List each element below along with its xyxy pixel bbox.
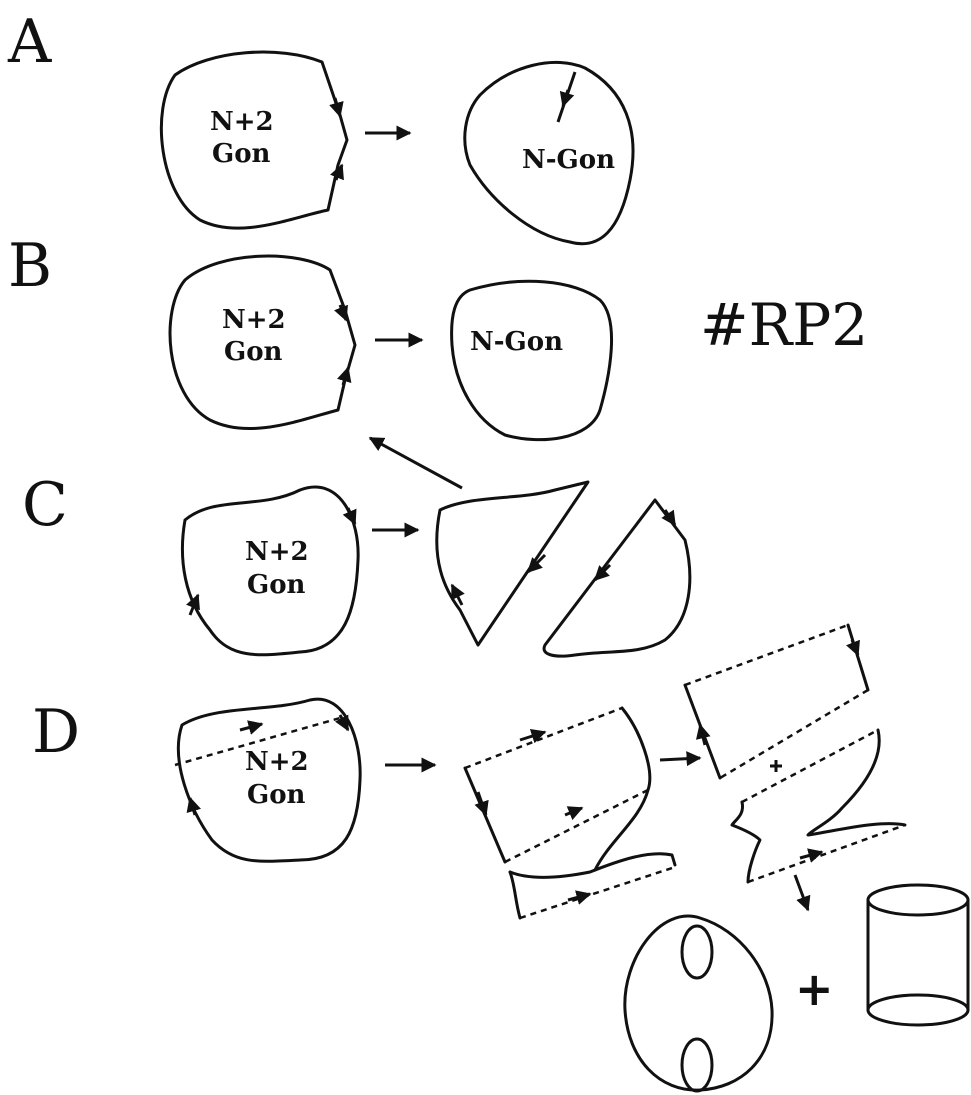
edge-arrow: [186, 796, 202, 816]
edge-arrow: [342, 507, 357, 526]
plus-sign: +: [795, 962, 834, 1016]
rp2-annotation: #RP2: [700, 291, 868, 359]
n-plus-2-gon-b: [168, 254, 357, 431]
edge-arrow: [239, 720, 264, 735]
transform-arrow: [659, 751, 702, 767]
edge-arrow: [593, 563, 612, 582]
hole-top: [680, 924, 714, 980]
wavy-edge: [730, 800, 762, 884]
n-gon-label: N-Gon: [470, 327, 563, 357]
edge-arrow: [450, 583, 465, 606]
disc-outline: [623, 914, 774, 1092]
edge-arrow: [186, 593, 200, 616]
solid-edge: [508, 870, 522, 920]
dashed-edge: [747, 823, 906, 884]
gon-label-line1: N+2: [245, 537, 309, 567]
edge-arrow: [661, 509, 677, 527]
panel-letter-d: D: [32, 697, 80, 767]
n-gon-label: N-Gon: [522, 145, 615, 175]
panel-d: D N+2 Gon: [32, 623, 970, 1093]
edge-arrow: [334, 304, 348, 322]
edge-arrow: [336, 366, 352, 386]
n-gon-a: [463, 61, 635, 246]
gon-label-line1: N+2: [222, 305, 286, 335]
edge-arrow: [799, 848, 824, 863]
edge-arrow: [526, 553, 547, 574]
edge-arrow: [335, 714, 350, 732]
cylinder-bottom: [866, 993, 970, 1027]
plus-marker: [770, 760, 782, 772]
gon-label-line2: Gon: [247, 780, 306, 810]
cut-strip-step1: [463, 706, 652, 872]
dashed-edge: [464, 706, 623, 770]
result-arrow: [793, 874, 811, 912]
edge-arrow: [330, 163, 344, 181]
gon-label-line1: N+2: [245, 747, 309, 777]
edge-arrow: [519, 728, 547, 744]
edge-arrow: [567, 890, 592, 905]
cut-piece-right: [542, 498, 692, 658]
panel-b: B N+2 Gon N-Gon #RP2: [8, 231, 868, 490]
edge-arrow: [846, 639, 860, 657]
solid-edge: [846, 623, 870, 692]
gon-label-line2: Gon: [247, 570, 306, 600]
return-arrow: [368, 436, 463, 490]
n-plus-2-gon-d: [177, 697, 362, 863]
cut-strip-step1-lower: [508, 852, 677, 920]
cylinder-top: [866, 883, 970, 917]
hole-bottom: [680, 1037, 714, 1093]
n-gon-b: [450, 279, 613, 442]
panel-letter-c: C: [22, 470, 68, 540]
panel-letter-a: A: [7, 7, 52, 77]
result-cylinder: [866, 883, 970, 1027]
edge-arrow: [564, 806, 584, 821]
dashed-edge: [719, 688, 869, 780]
wavy-edge: [508, 852, 677, 879]
edge-arrow: [329, 97, 344, 118]
gon-label-line2: Gon: [212, 139, 271, 169]
dashed-edge: [741, 728, 879, 804]
dashed-edge: [519, 866, 673, 920]
edge-arrow: [474, 791, 489, 817]
gon-label-line1: N+2: [210, 107, 274, 137]
edge-arrow: [695, 723, 711, 746]
gon-label-line2: Gon: [224, 337, 283, 367]
cut-strip-step2: [683, 623, 870, 780]
cut-strip-step2-lower: [730, 728, 907, 884]
panel-letter-b: B: [8, 231, 52, 301]
result-surface-with-holes: [623, 914, 774, 1093]
panel-a: A N+2 Gon N-Gon: [7, 7, 635, 246]
wavy-edge: [806, 728, 907, 837]
wavy-edge: [593, 706, 652, 872]
dashed-edge: [504, 788, 649, 864]
dashed-edge: [684, 623, 849, 687]
n-plus-2-gon-c: [180, 485, 360, 657]
panel-c: C N+2 Gon: [22, 470, 692, 658]
n-plus-2-gon-a: [159, 50, 349, 230]
edge-arrow: [559, 89, 575, 108]
